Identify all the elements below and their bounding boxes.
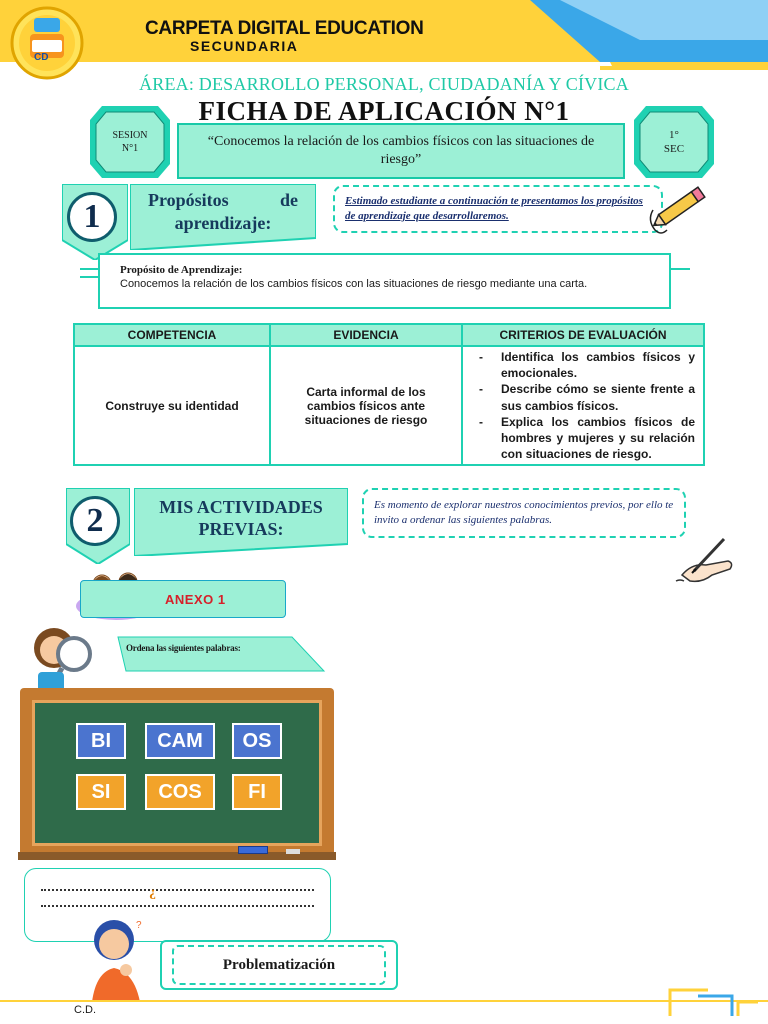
criterio-item: Describe cómo se siente frente a sus cam…: [477, 381, 695, 413]
footer-line: [0, 1000, 768, 1002]
table-header-evidencia: EVIDENCIA: [269, 323, 463, 347]
section2-title-line1: MIS ACTIVIDADES: [159, 497, 323, 517]
word-tile[interactable]: OS: [232, 723, 282, 759]
evidencia-text: Carta informal de los cambios físicos an…: [304, 384, 428, 427]
competency-table: COMPETENCIA EVIDENCIA CRITERIOS DE EVALU…: [73, 323, 705, 467]
evidencia-cell: Carta informal de los cambios físicos an…: [269, 344, 463, 467]
answer-box[interactable]: ¿: [24, 868, 331, 942]
pencil-icon: [645, 180, 713, 238]
logo: [8, 4, 86, 82]
writing-hand-icon: [672, 535, 738, 585]
section2-title-box: MIS ACTIVIDADES PREVIAS:: [134, 488, 348, 556]
annex-box: [80, 580, 286, 618]
logo-text: CD: [34, 52, 49, 63]
section1-number: 1: [67, 192, 117, 242]
purpose-text: Conocemos la relación de los cambios fís…: [120, 278, 588, 291]
purpose-box: Propósito de Aprendizaje: Conocemos la r…: [98, 253, 671, 309]
annex-label: ANEXO 1: [165, 592, 226, 607]
table-header-competencia: COMPETENCIA: [73, 323, 271, 347]
header-band: [0, 0, 768, 80]
session-badge: SESION N°1: [88, 104, 172, 180]
header-decoration: [0, 0, 768, 70]
chalk-tray: [18, 852, 336, 860]
word-tile[interactable]: FI: [232, 774, 282, 810]
problem-label: Problematización: [222, 956, 336, 973]
instruction-tag: Ordena las siguientes palabras:: [112, 636, 326, 672]
header-subtitle: SECUNDARIA: [190, 38, 299, 54]
grade-badge-line1: 1°: [669, 128, 679, 141]
instruction-text: Ordena las siguientes palabras:: [126, 643, 241, 653]
session-badge-line2: N°1: [121, 143, 139, 154]
session-title: “Conocemos la relación de los cambios fí…: [207, 133, 595, 167]
word-tile[interactable]: COS: [145, 774, 215, 810]
ficha-title: FICHA DE APLICACIÓN N°1: [198, 96, 570, 122]
criterios-cell: Identifica los cambios físicos y emocion…: [461, 344, 705, 467]
section2-title-line2: PREVIAS:: [198, 518, 284, 539]
purpose-label: Propósito de Aprendizaje:: [120, 264, 243, 276]
section1-title: Propósitos de aprendizaje:: [148, 190, 298, 233]
area-title: ÁREA: DESARROLLO PERSONAL, CIUDADANÍA Y …: [139, 74, 629, 94]
section1-title-box: Propósitos de aprendizaje:: [130, 184, 316, 250]
word-tile[interactable]: BI: [76, 723, 126, 759]
answer-mark: ¿: [149, 885, 156, 900]
word-tile[interactable]: SI: [76, 774, 126, 810]
footer-corner-deco: [668, 988, 758, 1018]
competencia-cell: Construye su identidad: [73, 344, 271, 467]
problem-outer-box: [160, 940, 398, 990]
header-title: CARPETA DIGITAL EDUCATION: [145, 18, 424, 39]
grade-badge-line2: SEC: [663, 143, 685, 155]
session-title-box: “Conocemos la relación de los cambios fí…: [177, 123, 625, 179]
criterio-item: Explica los cambios físicos de hombres y…: [477, 414, 695, 463]
svg-text:?: ?: [136, 920, 142, 931]
word-tile[interactable]: CAM: [145, 723, 215, 759]
section2-note-text: Es momento de explorar nuestros conocimi…: [374, 499, 674, 526]
section1-note-text: Estimado estudiante a continuación te pr…: [345, 195, 643, 222]
grade-badge: 1° SEC: [632, 104, 716, 180]
section2-number: 2: [70, 496, 120, 546]
table-header-criterios: CRITERIOS DE EVALUACIÓN: [461, 323, 705, 347]
board-eraser-icon: [238, 846, 268, 854]
section2-number-banner: 2: [66, 488, 130, 564]
criterio-item: Identifica los cambios físicos y emocion…: [477, 349, 695, 381]
chalkboard: BI CAM OS SI COS FI: [32, 700, 322, 846]
section2-note: Es momento de explorar nuestros conocimi…: [362, 488, 686, 538]
problem-box: Problematización: [172, 945, 386, 985]
chalk-icon: [286, 849, 300, 854]
section1-number-banner: 1: [62, 184, 128, 260]
footer-text: C.D.: [74, 1004, 96, 1016]
session-badge-line1: SESION: [112, 130, 148, 141]
thinking-boy-illustration: ?: [78, 912, 154, 1002]
section1-note: Estimado estudiante a continuación te pr…: [333, 185, 663, 233]
table-row: Construye su identidad Carta informal de…: [73, 344, 705, 467]
